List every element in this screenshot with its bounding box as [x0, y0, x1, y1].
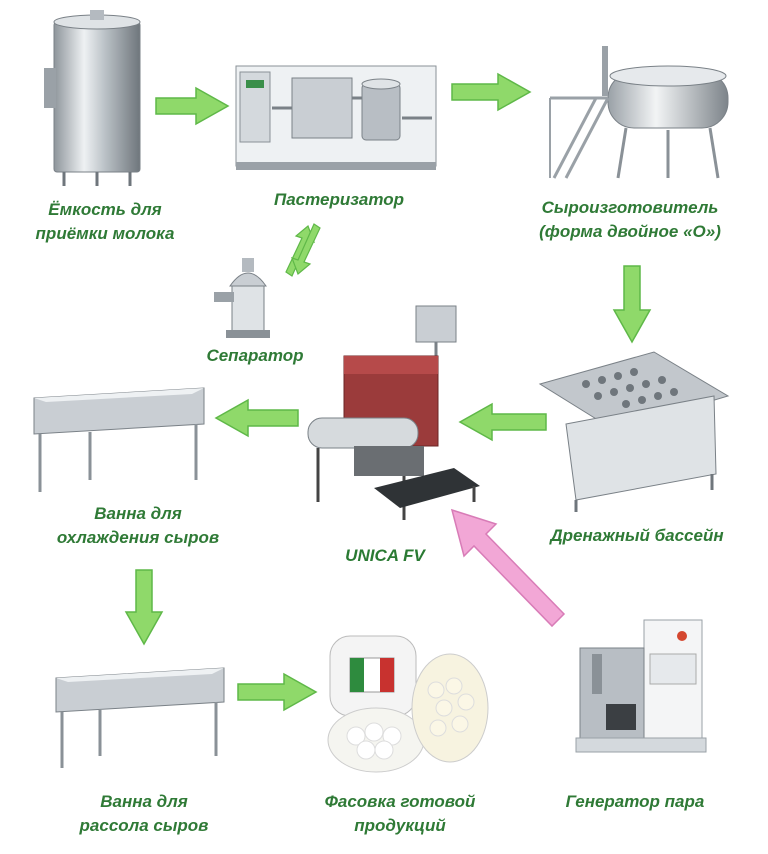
steam-generator-image — [572, 614, 712, 774]
label-packaging: Фасовка готовой продукций — [324, 792, 476, 835]
drain-pool-image — [536, 344, 732, 514]
brine-bath-image — [52, 660, 228, 772]
label-cheese-maker: Сыроизготовитель (форма двойное «O») — [539, 198, 721, 241]
cheese-maker-image — [546, 38, 746, 188]
label-drain-pool: Дренажный бассейн — [550, 526, 724, 545]
packaging-image — [316, 628, 492, 778]
pasteurizer-image — [232, 58, 440, 178]
label-cooling-bath: Ванна для охлаждения сыров — [56, 504, 220, 547]
label-steam-generator: Генератор пара — [565, 792, 705, 811]
flow-arrow-pasteurizer-to-cheese-maker — [450, 72, 532, 112]
steam-arrow-generator-to-unica — [448, 506, 568, 630]
label-milk-tank: Ёмкость для приёмки молока — [35, 200, 175, 243]
flow-arrow-drain-pool-to-unica — [458, 402, 548, 442]
cooling-bath-image — [30, 384, 208, 496]
flow-arrow-unica-to-cooling-bath — [214, 398, 300, 438]
flow-arrow-brine-to-packaging — [236, 672, 318, 712]
label-pasteurizer: Пастеризатор — [273, 190, 405, 209]
flow-arrow-cooling-to-brine — [124, 568, 164, 646]
flow-arrow-cheese-maker-to-drain-pool — [612, 264, 652, 344]
label-brine-bath: Ванна для рассола сыров — [79, 792, 209, 835]
separator-image — [210, 256, 286, 340]
flow-arrow-tank-to-pasteurizer — [154, 86, 230, 126]
label-unica-fv: UNICA FV — [345, 546, 425, 565]
unica-fv-image — [304, 302, 488, 524]
milk-tank-image — [40, 8, 150, 188]
flow-arrows-pasteurizer-separator — [278, 222, 328, 278]
label-separator: Сепаратор — [206, 346, 304, 365]
